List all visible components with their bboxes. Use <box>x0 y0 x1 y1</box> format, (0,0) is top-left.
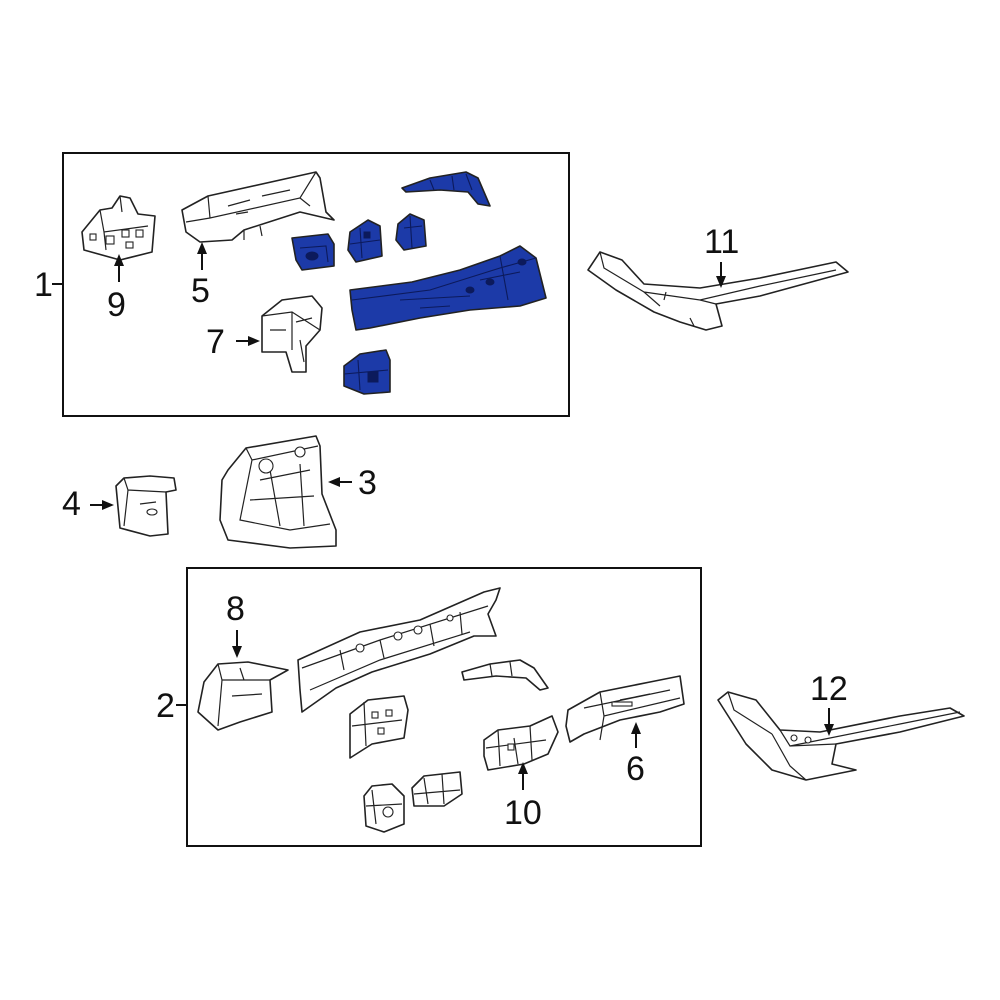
callout-9[interactable]: 9 <box>107 286 126 324</box>
part-1-blue-side-member[interactable] <box>349 245 547 331</box>
callout-7[interactable]: 7 <box>206 323 225 361</box>
part-11[interactable] <box>587 251 849 331</box>
part-1-blue-bracket-a[interactable] <box>291 233 335 271</box>
callout-6[interactable]: 6 <box>626 750 645 788</box>
callout-7-arrowhead <box>248 336 260 346</box>
part-2-curved-strip[interactable] <box>461 659 549 691</box>
part-4[interactable] <box>115 475 177 537</box>
part-1-blue-bracket-c[interactable] <box>395 213 427 251</box>
callout-2[interactable]: 2 <box>156 687 175 725</box>
part-1-blue-bracket-b[interactable] <box>347 219 383 263</box>
callout-5-arrowhead <box>197 242 207 254</box>
callout-12-arrowhead <box>824 724 834 736</box>
callout-10-arrowhead <box>518 762 528 774</box>
part-6[interactable] <box>565 675 685 743</box>
callout-3[interactable]: 3 <box>358 464 377 502</box>
group-box-2 <box>186 567 702 847</box>
part-2-main-rail[interactable] <box>297 587 501 713</box>
part-1-blue-lower-bracket[interactable] <box>343 349 391 395</box>
part-1-blue-upper-strip[interactable] <box>401 171 491 207</box>
callout-1[interactable]: 1 <box>34 266 53 304</box>
part-2-lower-bracket[interactable] <box>363 783 405 833</box>
part-3[interactable] <box>219 435 337 549</box>
callout-8[interactable]: 8 <box>226 590 245 628</box>
callout-5[interactable]: 5 <box>191 272 210 310</box>
callout-4[interactable]: 4 <box>62 485 81 523</box>
callout-11-arrowhead <box>716 276 726 288</box>
callout-12[interactable]: 12 <box>810 670 848 708</box>
callout-4-arrowhead <box>102 500 114 510</box>
part-2-small-clip[interactable] <box>411 771 463 807</box>
part-10[interactable] <box>483 715 559 771</box>
callout-10[interactable]: 10 <box>504 794 542 832</box>
part-12[interactable] <box>717 691 965 781</box>
callout-9-arrowhead <box>114 254 124 266</box>
callout-11[interactable]: 11 <box>704 223 739 261</box>
callout-3-arrowhead <box>328 477 340 487</box>
part-7[interactable] <box>261 295 323 373</box>
part-9[interactable] <box>81 195 156 261</box>
callout-6-arrowhead <box>631 722 641 734</box>
part-8[interactable] <box>197 661 289 731</box>
part-5[interactable] <box>181 171 335 243</box>
part-2-small-bracket[interactable] <box>349 695 409 759</box>
callout-8-arrowhead <box>232 646 242 658</box>
